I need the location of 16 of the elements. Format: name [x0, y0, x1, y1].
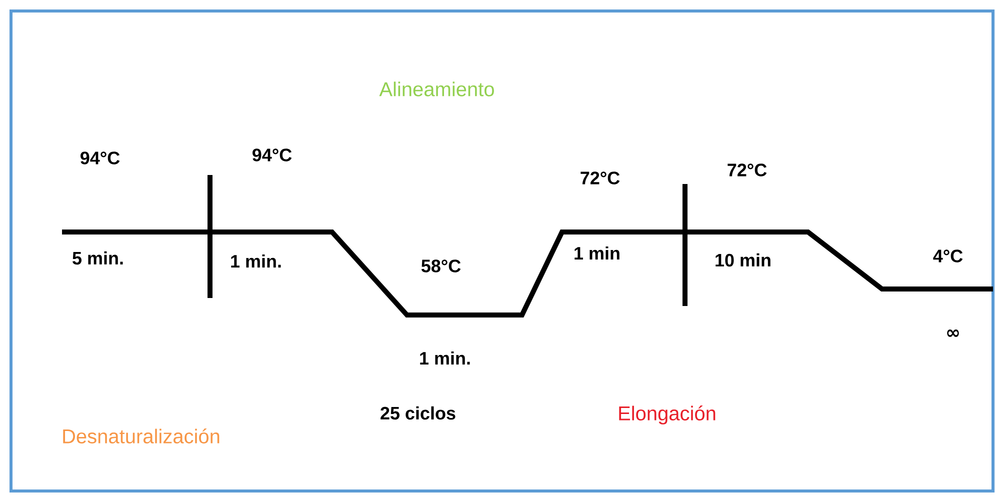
- temperature-label: 58°C: [421, 260, 461, 272]
- duration-label: ∞: [947, 329, 959, 337]
- step-name-label: Alineamiento: [379, 82, 494, 96]
- duration-label: 1 min.: [420, 351, 470, 365]
- step-name-label: Elongación: [619, 406, 716, 424]
- temperature-label: 72°C: [580, 172, 620, 184]
- duration-label: 5 min.: [72, 251, 123, 265]
- step-name-label: Desnaturalización: [63, 428, 220, 444]
- temperature-label: 94°C: [80, 152, 120, 164]
- temperature-label: 4°C: [933, 250, 963, 262]
- temperature-label: 72°C: [728, 164, 767, 176]
- duration-label: 1 min: [574, 246, 620, 260]
- duration-label: 1 min.: [231, 254, 281, 268]
- temperature-label: 94°C: [252, 148, 292, 162]
- cycle-count-label: 25 ciclos: [380, 406, 456, 420]
- duration-label: 10 min: [716, 253, 770, 267]
